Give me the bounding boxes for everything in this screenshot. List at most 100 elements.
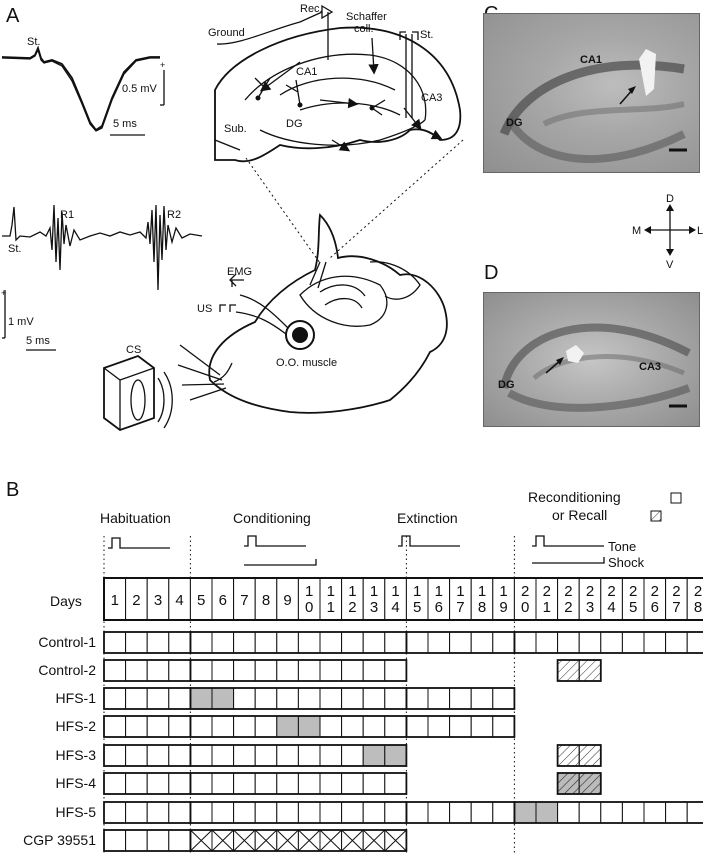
drug-cross-mark [254,829,278,852]
protocol-cell [384,631,407,654]
protocol-cell [211,715,235,738]
protocol-cell [276,631,299,654]
voltage-scale-top: 0.5 mV [122,83,158,95]
protocol-cell [427,801,451,824]
protocol-cell [168,772,191,795]
protocol-cell [276,801,299,824]
protocol-cell [103,801,127,824]
protocol-cell [125,631,148,654]
day-number: 1 [435,583,443,600]
schaffer-label-2: coll. [354,23,374,35]
schaffer-label-1: Schaffer [346,11,387,23]
protocol-cell [319,687,343,710]
phase-block-border [405,687,516,710]
protocol-cell [470,715,494,738]
protocol-cell [557,744,580,767]
day-number: 3 [154,592,162,609]
ca1-label: CA1 [296,66,317,78]
protocol-cell [341,801,364,824]
phase-habituation: Habituation [100,510,171,526]
micro-c-ca1-label: CA1 [580,54,603,66]
protocol-cell [146,687,170,710]
day-number: 1 [478,583,486,600]
protocol-cell [103,829,127,852]
day-number: 8 [694,599,702,616]
plus-sign-top: + [160,60,165,70]
protocol-cell [103,687,127,710]
shock-schematic-4 [532,557,605,564]
day-number: 7 [240,592,248,609]
day-number: 8 [262,592,270,609]
day-number: 1 [327,599,335,616]
shock-schematic-2 [244,559,317,566]
protocol-cell [600,801,623,824]
day-number: 2 [348,599,356,616]
day-number: 1 [370,583,378,600]
dg-label: DG [286,118,303,130]
protocol-cell [535,801,559,824]
protocol-cell [297,801,321,824]
group-label: HFS-2 [56,718,97,734]
protocol-cell [384,659,407,682]
protocol-cell [146,659,170,682]
day-number: 1 [413,583,421,600]
r2-label: R2 [167,209,181,221]
protocol-cell [449,801,472,824]
phase-block-border [405,715,516,738]
protocol-cell [233,715,256,738]
protocol-cell [362,772,386,795]
phase-block-border [556,772,602,795]
phase-block-border [189,829,408,852]
protocol-cell [254,744,278,767]
protocol-cell [254,715,278,738]
protocol-cell [384,687,407,710]
protocol-cell [276,744,299,767]
protocol-cell [600,631,623,654]
protocol-cell [168,829,191,852]
stim-label-top: St. [27,36,40,48]
drug-cross-mark [319,829,342,852]
phase-block-border [556,744,602,767]
day-number: 1 [499,583,507,600]
compass-dorsal: D [666,193,674,205]
protocol-cell [103,659,127,682]
day-number: 2 [672,583,680,600]
cs-label: CS [126,344,141,356]
protocol-cell [384,801,407,824]
day-number: 1 [305,583,313,600]
phase-block-border [513,801,703,824]
protocol-cell [341,659,364,682]
day-number: 6 [219,592,227,609]
day-number: 2 [564,599,572,616]
protocol-cell [643,631,667,654]
protocol-cell [189,687,213,710]
protocol-cell [405,801,429,824]
protocol-cell [319,659,343,682]
rec-label: Rec. [300,3,323,15]
protocol-cell [578,772,602,795]
protocol-cell [513,801,537,824]
ca3-label: CA3 [421,92,442,104]
day-number: 0 [521,599,529,616]
protocol-cell [103,715,127,738]
compass-ventral: V [666,259,674,271]
protocol-cell [513,631,537,654]
panel-label-b: B [6,479,19,501]
protocol-cell [643,801,667,824]
protocol-cell [362,801,386,824]
legend-shock: Shock [608,555,645,570]
drug-cross-mark [233,829,256,852]
stim-electrode-label: St. [420,29,433,41]
protocol-cell [146,829,170,852]
protocol-cell [427,631,451,654]
drug-cross-mark [384,829,407,852]
drug-cross-mark [276,829,299,852]
day-number: 1 [391,583,399,600]
protocol-cell [297,772,321,795]
protocol-cell [405,715,429,738]
protocol-cell [449,687,472,710]
day-number: 9 [283,592,291,609]
group-label: Control-1 [38,634,96,650]
protocol-cell [103,772,127,795]
